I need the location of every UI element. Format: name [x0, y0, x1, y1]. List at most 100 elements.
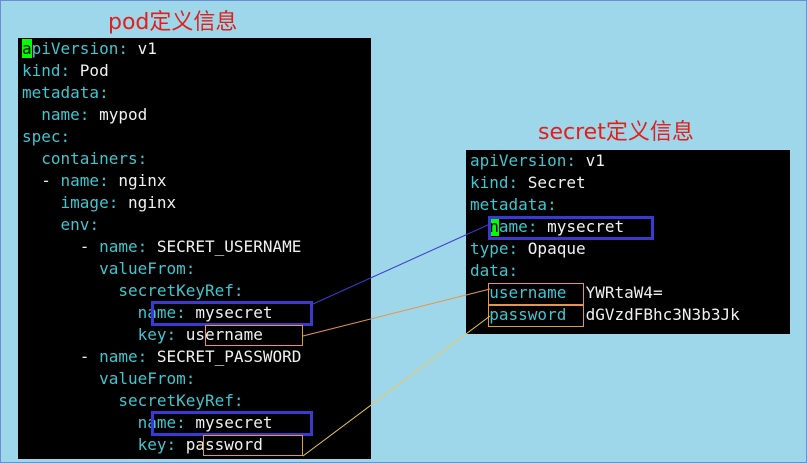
- secret-yaml-line: data:: [470, 260, 518, 282]
- yaml-separator: :: [547, 195, 557, 214]
- secret-yaml-line: username YWRtaW4=: [470, 282, 663, 304]
- yaml-key: kind: [22, 61, 61, 80]
- yaml-indent: [22, 325, 138, 344]
- yaml-key: type: [470, 239, 509, 258]
- yaml-indent: [22, 281, 118, 300]
- yaml-value: Pod: [79, 61, 109, 80]
- yaml-separator: :: [108, 193, 128, 212]
- pod-yaml-line: key: password: [22, 434, 263, 456]
- pod-yaml-line: - name: SECRET_PASSWORD: [22, 346, 302, 368]
- yaml-separator: :: [185, 369, 196, 388]
- yaml-key: name: [99, 347, 138, 366]
- yaml-key: data: [470, 261, 509, 280]
- yaml-value: mysecret: [547, 217, 625, 236]
- yaml-key: secretKeyRef: [118, 391, 234, 410]
- yaml-indent: -: [22, 171, 61, 190]
- pod-yaml-line: spec:: [22, 126, 70, 148]
- yaml-value: nginx: [118, 171, 167, 190]
- yaml-value: mysecret: [195, 303, 273, 322]
- yaml-separator: :: [137, 149, 148, 168]
- yaml-indent: [22, 391, 118, 410]
- yaml-separator: :: [508, 261, 519, 280]
- yaml-key: secretKeyRef: [118, 281, 234, 300]
- yaml-indent: [22, 413, 138, 432]
- yaml-key: name: [41, 105, 80, 124]
- yaml-key: name: [137, 303, 177, 322]
- pod-yaml-line: valueFrom:: [22, 368, 195, 390]
- yaml-indent: [22, 259, 99, 278]
- pod-yaml-line: image: nginx: [22, 192, 177, 214]
- yaml-value: YWRtaW4=: [585, 283, 663, 302]
- pod-yaml-line: secretKeyRef:: [22, 390, 244, 412]
- yaml-key: valueFrom: [99, 369, 186, 388]
- yaml-separator: :: [99, 171, 119, 190]
- yaml-indent: [470, 217, 489, 236]
- yaml-separator: :: [233, 391, 244, 410]
- secret-title: secret定义信息: [538, 120, 694, 145]
- pod-yaml-line: apiVersion: v1: [22, 38, 157, 60]
- yaml-key: valueFrom: [99, 259, 186, 278]
- yaml-value: SECRET_USERNAME: [156, 237, 302, 256]
- yaml-separator: [566, 305, 585, 324]
- yaml-value: SECRET_PASSWORD: [156, 347, 302, 366]
- pod-yaml-line: metadata:: [22, 82, 109, 104]
- secret-yaml-line: type: Opaque: [470, 238, 586, 260]
- pod-yaml-line: containers:: [22, 148, 147, 170]
- yaml-separator: :: [60, 127, 71, 146]
- yaml-value: mysecret: [195, 413, 273, 432]
- yaml-key: kind: [470, 173, 509, 192]
- yaml-key: name: [60, 171, 100, 190]
- yaml-key: containers: [41, 149, 138, 168]
- yaml-indent: [22, 369, 99, 388]
- yaml-separator: :: [527, 217, 548, 236]
- yaml-value: v1: [137, 39, 157, 58]
- yaml-separator: :: [233, 281, 244, 300]
- yaml-key: password: [489, 305, 567, 324]
- yaml-separator: :: [166, 325, 186, 344]
- yaml-value: v1: [585, 151, 605, 170]
- yaml-separator: :: [508, 173, 528, 192]
- pod-yaml-line: env:: [22, 214, 100, 236]
- yaml-separator: :: [89, 215, 100, 234]
- yaml-indent: [22, 215, 61, 234]
- yaml-indent: [470, 305, 489, 324]
- yaml-separator: :: [508, 239, 528, 258]
- yaml-indent: -: [22, 237, 100, 256]
- yaml-key: name: [99, 237, 138, 256]
- secret-yaml-line: name: mysecret: [470, 216, 624, 238]
- yaml-value: Secret: [527, 173, 586, 192]
- pod-yaml-line: - name: nginx: [22, 170, 167, 192]
- pod-yaml-line: name: mysecret: [22, 302, 273, 324]
- yaml-separator: :: [176, 413, 196, 432]
- yaml-key: name: [137, 413, 177, 432]
- yaml-key: key: [137, 435, 167, 454]
- yaml-value: nginx: [127, 193, 177, 212]
- pod-yaml-line: valueFrom:: [22, 258, 195, 280]
- text-cursor: n: [489, 217, 499, 236]
- yaml-separator: :: [99, 83, 109, 102]
- yaml-separator: :: [137, 237, 157, 256]
- secret-yaml-line: kind: Secret: [470, 172, 586, 194]
- yaml-indent: [22, 105, 41, 124]
- yaml-key: spec: [22, 127, 61, 146]
- pod-yaml-line: key: username: [22, 324, 263, 346]
- yaml-key: key: [137, 325, 167, 344]
- secret-yaml-line: password dGVzdFBhc3N3b3Jk: [470, 304, 740, 326]
- yaml-separator: :: [566, 151, 586, 170]
- yaml-indent: [22, 435, 138, 454]
- yaml-value: Opaque: [527, 239, 586, 258]
- pod-yaml-line: kind: Pod: [22, 60, 109, 82]
- yaml-separator: :: [118, 39, 138, 58]
- yaml-indent: [22, 303, 138, 322]
- yaml-separator: :: [185, 259, 196, 278]
- pod-yaml-line: - name: SECRET_USERNAME: [22, 236, 302, 258]
- pod-title: pod定义信息: [108, 10, 238, 35]
- yaml-separator: :: [79, 105, 100, 124]
- secret-yaml-line: metadata:: [470, 194, 557, 216]
- yaml-value: dGVzdFBhc3N3b3Jk: [585, 305, 740, 324]
- yaml-separator: :: [176, 303, 196, 322]
- text-cursor: a: [22, 39, 32, 58]
- yaml-value: username: [185, 325, 263, 344]
